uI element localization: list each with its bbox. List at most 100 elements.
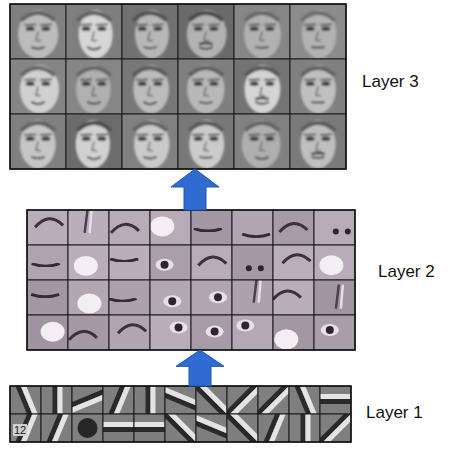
tile-shape bbox=[289, 414, 320, 442]
tile-shape bbox=[133, 123, 167, 131]
tile-shape bbox=[97, 82, 106, 86]
tile-shape bbox=[204, 87, 209, 96]
tile-shape bbox=[320, 394, 351, 399]
tile-shape bbox=[321, 137, 330, 141]
tile-shape bbox=[10, 4, 66, 59]
tile-shape bbox=[189, 68, 223, 76]
tile-shape bbox=[36, 87, 41, 96]
tile-shape bbox=[10, 4, 66, 59]
tile-shape bbox=[336, 285, 339, 309]
tile-shape bbox=[36, 142, 41, 151]
tile-shape bbox=[194, 229, 222, 232]
tile-shape bbox=[189, 120, 224, 168]
tile-shape bbox=[41, 137, 50, 141]
tile-shape bbox=[165, 386, 196, 414]
tile-shape bbox=[248, 134, 260, 136]
tile-shape bbox=[138, 82, 147, 86]
tile-shape bbox=[234, 59, 290, 114]
tile-shape bbox=[208, 79, 220, 81]
tile-shape bbox=[122, 4, 178, 59]
tile-shape bbox=[258, 414, 289, 442]
feature-tile bbox=[150, 245, 191, 280]
tile-shape bbox=[68, 245, 109, 280]
tile-shape bbox=[279, 223, 307, 232]
tile-shape bbox=[170, 321, 188, 333]
tile-shape bbox=[311, 153, 324, 154]
tile-shape bbox=[66, 4, 122, 59]
tile-shape bbox=[103, 386, 134, 414]
tile-shape bbox=[165, 388, 196, 414]
tile-shape bbox=[27, 210, 68, 245]
tile-shape bbox=[10, 386, 351, 442]
tile-shape bbox=[150, 216, 174, 236]
tile-shape bbox=[178, 4, 234, 59]
tile-shape bbox=[20, 65, 59, 113]
tile-shape bbox=[306, 27, 315, 31]
tile-shape bbox=[264, 134, 276, 136]
tile-shape bbox=[136, 79, 148, 81]
tile-shape bbox=[133, 65, 169, 113]
tile-shape bbox=[258, 386, 289, 414]
tile-shape bbox=[109, 280, 150, 315]
tile-shape bbox=[24, 24, 36, 26]
tile-shape bbox=[258, 265, 264, 271]
feature-tile bbox=[232, 210, 273, 245]
tile-shape bbox=[87, 102, 100, 104]
tile-shape bbox=[109, 280, 150, 315]
tile-shape bbox=[187, 10, 227, 58]
tile-shape bbox=[187, 10, 227, 58]
tile-shape bbox=[290, 114, 346, 169]
tile-shape bbox=[301, 414, 306, 442]
tile-shape bbox=[122, 114, 178, 169]
block-arrow bbox=[171, 169, 219, 210]
tile-shape bbox=[72, 414, 103, 442]
tile-shape bbox=[27, 280, 68, 315]
feature-tile bbox=[314, 245, 355, 280]
tile-shape bbox=[194, 82, 203, 86]
tile-shape bbox=[103, 422, 134, 427]
tile-shape bbox=[304, 79, 316, 81]
tile-shape bbox=[321, 27, 330, 31]
tile-shape bbox=[227, 386, 258, 414]
tile-shape bbox=[27, 245, 68, 280]
tile-shape bbox=[198, 257, 226, 266]
feature-tile bbox=[234, 59, 290, 114]
tile-shape bbox=[208, 134, 220, 136]
tile-shape bbox=[259, 280, 261, 303]
tile-shape bbox=[314, 210, 355, 245]
tile-shape bbox=[241, 322, 249, 330]
tile-shape bbox=[150, 245, 191, 280]
tile-shape bbox=[265, 27, 274, 31]
tile-shape bbox=[138, 27, 147, 31]
tile-shape bbox=[279, 223, 307, 232]
tile-shape bbox=[314, 210, 355, 245]
tile-shape bbox=[40, 24, 52, 26]
tile-shape bbox=[165, 414, 196, 442]
feature-grid bbox=[27, 209, 355, 350]
tile-shape bbox=[152, 79, 164, 81]
tile-shape bbox=[232, 210, 273, 245]
tile-shape bbox=[20, 120, 56, 168]
tile-shape bbox=[255, 102, 268, 104]
tile-shape bbox=[41, 27, 50, 31]
tile-shape bbox=[232, 315, 273, 350]
tile-shape bbox=[232, 210, 273, 245]
tile-shape bbox=[255, 46, 268, 49]
tile-shape bbox=[244, 10, 281, 58]
tile-shape bbox=[290, 4, 346, 59]
tile-shape bbox=[148, 32, 153, 41]
tile-shape bbox=[72, 386, 103, 414]
tile-shape bbox=[258, 414, 289, 442]
tile-shape bbox=[27, 315, 68, 350]
tile-shape bbox=[41, 414, 72, 442]
tile-shape bbox=[236, 320, 254, 332]
tile-shape bbox=[244, 10, 281, 58]
tile-shape bbox=[333, 228, 351, 234]
tile-shape bbox=[273, 210, 314, 245]
tile-shape bbox=[31, 47, 44, 49]
tile-shape bbox=[301, 414, 311, 442]
tile-shape bbox=[273, 280, 314, 315]
tile-shape bbox=[264, 24, 276, 26]
tile-shape bbox=[282, 255, 310, 264]
tile-shape bbox=[66, 59, 122, 114]
